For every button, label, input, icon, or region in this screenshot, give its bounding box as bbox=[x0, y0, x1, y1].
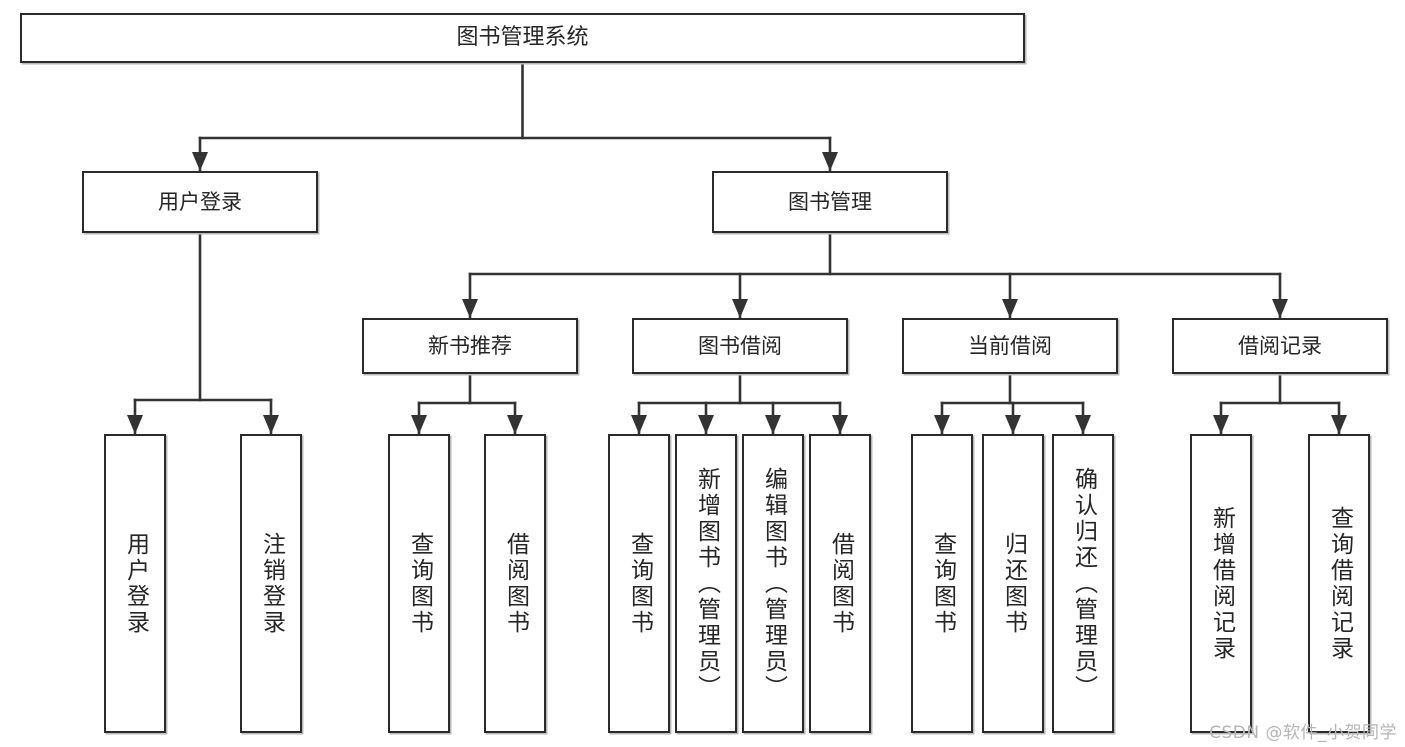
node-current_borrow[interactable]: 当前借阅 bbox=[902, 318, 1118, 374]
node-root[interactable]: 图书管理系统 bbox=[20, 13, 1025, 63]
node-label-leaf_user_login: 用户登录 bbox=[122, 531, 149, 636]
edge-arrowhead bbox=[507, 415, 523, 434]
edge-arrowhead bbox=[263, 415, 279, 434]
watermark-text: CSDN @软件_小贺同学 bbox=[1209, 723, 1397, 743]
node-leaf_add_record[interactable]: 新增借阅记录 bbox=[1190, 434, 1252, 733]
node-label-leaf_query_book_3: 查询图书 bbox=[929, 531, 956, 636]
node-leaf_edit_book[interactable]: 编辑图书（管理员） bbox=[742, 434, 804, 733]
node-label-leaf_add_record: 新增借阅记录 bbox=[1208, 505, 1235, 662]
node-leaf_query_book_2[interactable]: 查询图书 bbox=[608, 434, 670, 733]
node-label-borrow_record: 借阅记录 bbox=[1238, 333, 1322, 358]
edge-arrowhead bbox=[1002, 299, 1018, 318]
node-label-leaf_query_record: 查询借阅记录 bbox=[1326, 505, 1353, 662]
node-leaf_query_book_3[interactable]: 查询图书 bbox=[911, 434, 973, 733]
node-leaf_query_record[interactable]: 查询借阅记录 bbox=[1308, 434, 1370, 733]
edge-arrowhead bbox=[832, 415, 848, 434]
edge-arrowhead bbox=[192, 152, 208, 171]
edge-arrowhead bbox=[462, 299, 478, 318]
node-label-root: 图书管理系统 bbox=[456, 25, 589, 51]
node-book_manage[interactable]: 图书管理 bbox=[712, 171, 948, 233]
node-label-leaf_add_book: 新增图书（管理员） bbox=[693, 466, 720, 701]
edge-arrowhead bbox=[765, 415, 781, 434]
node-leaf_logout[interactable]: 注销登录 bbox=[240, 434, 302, 733]
node-label-current_borrow: 当前借阅 bbox=[968, 333, 1052, 358]
node-leaf_user_login[interactable]: 用户登录 bbox=[104, 434, 166, 733]
node-book_borrow[interactable]: 图书借阅 bbox=[632, 318, 848, 374]
node-leaf_return_book[interactable]: 归还图书 bbox=[982, 434, 1044, 733]
node-label-leaf_query_book_2: 查询图书 bbox=[626, 531, 653, 636]
node-user_login[interactable]: 用户登录 bbox=[82, 171, 318, 233]
node-leaf_add_book[interactable]: 新增图书（管理员） bbox=[675, 434, 737, 733]
node-label-leaf_return_book: 归还图书 bbox=[1000, 531, 1027, 636]
node-label-new_book_rec: 新书推荐 bbox=[428, 333, 512, 358]
node-label-book_manage: 图书管理 bbox=[788, 189, 872, 214]
node-leaf_query_book_1[interactable]: 查询图书 bbox=[388, 434, 450, 733]
edge-arrowhead bbox=[1075, 415, 1091, 434]
edge-arrowhead bbox=[1272, 299, 1288, 318]
node-leaf_borrow_book_1[interactable]: 借阅图书 bbox=[484, 434, 546, 733]
edge-arrowhead bbox=[698, 415, 714, 434]
edge-arrowhead bbox=[127, 415, 143, 434]
edge-arrowhead bbox=[732, 299, 748, 318]
node-borrow_record[interactable]: 借阅记录 bbox=[1172, 318, 1388, 374]
node-label-leaf_borrow_book_1: 借阅图书 bbox=[502, 531, 529, 636]
edge-arrowhead bbox=[934, 415, 950, 434]
node-new_book_rec[interactable]: 新书推荐 bbox=[362, 318, 578, 374]
edge-arrowhead bbox=[1331, 415, 1347, 434]
node-label-leaf_edit_book: 编辑图书（管理员） bbox=[760, 466, 787, 701]
edge-arrowhead bbox=[1005, 415, 1021, 434]
node-leaf_borrow_book_2[interactable]: 借阅图书 bbox=[809, 434, 871, 733]
node-label-user_login: 用户登录 bbox=[158, 189, 242, 214]
edge-arrowhead bbox=[631, 415, 647, 434]
edge-arrowhead bbox=[411, 415, 427, 434]
edge-arrowhead bbox=[822, 152, 838, 171]
node-label-leaf_query_book_1: 查询图书 bbox=[406, 531, 433, 636]
node-label-book_borrow: 图书借阅 bbox=[698, 333, 782, 358]
node-label-leaf_confirm_return: 确认归还（管理员） bbox=[1070, 466, 1097, 701]
node-label-leaf_borrow_book_2: 借阅图书 bbox=[827, 531, 854, 636]
node-label-leaf_logout: 注销登录 bbox=[258, 531, 285, 636]
node-leaf_confirm_return[interactable]: 确认归还（管理员） bbox=[1052, 434, 1114, 733]
edge-arrowhead bbox=[1213, 415, 1229, 434]
